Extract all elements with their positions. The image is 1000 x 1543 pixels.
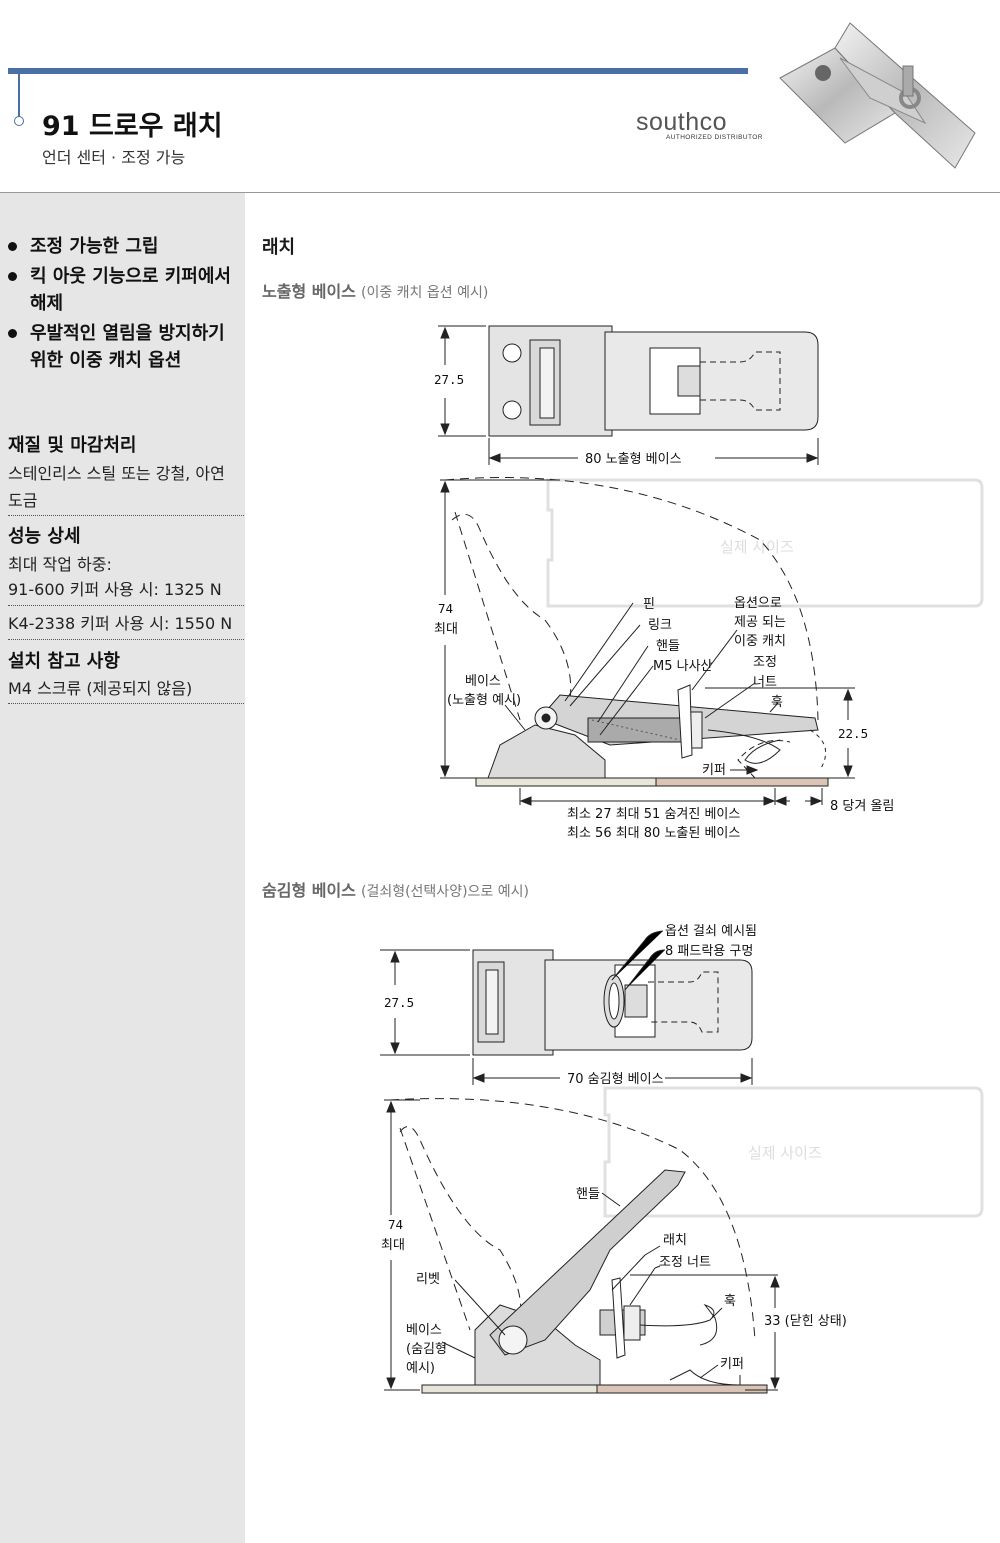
fig2-side-dims: [384, 1099, 780, 1391]
label-base: 베이스: [406, 1323, 442, 1338]
material-title: 재질 및 마감처리: [8, 435, 137, 456]
watermark-text: 실제 사이즈: [748, 1144, 822, 1162]
dim-max-label: 최대: [434, 622, 458, 637]
dim-height: 27.5: [434, 372, 464, 387]
dim-width: 70 숨김형 베이스: [567, 1072, 664, 1087]
figure-caption: 노출형 베이스 (이중 캐치 옵션 예시): [262, 278, 488, 302]
brand-tagline: AUTHORIZED DISTRIBUTOR: [666, 134, 763, 141]
fig1-side-view: [444, 477, 829, 787]
bullet-icon: [8, 329, 17, 338]
feature-text: 조정 가능한 그립: [30, 236, 159, 257]
product-photo: [779, 22, 976, 169]
header-accent-vertical: [18, 74, 20, 118]
header-divider: [0, 192, 1000, 193]
feature-text: 우발적인 열림을 방지하기 위한 이중 캐치 옵션: [30, 323, 225, 371]
fig2-side-view: [389, 1098, 768, 1394]
dim-max: 74: [438, 601, 453, 616]
performance-label: 최대 작업 하중:: [8, 555, 112, 574]
label-handle: 핸들: [576, 1186, 600, 1202]
dim-22: 22.5: [838, 726, 868, 741]
label-link: 링크: [648, 618, 672, 633]
fig1-watermark-box: 실제 사이즈: [546, 478, 984, 608]
feature-text: 킥 아웃 기능으로 키퍼에서 해제: [30, 266, 231, 314]
feature-list: 조정 가능한 그립 킥 아웃 기능으로 키퍼에서 해제 우발적인 열림을 방지하…: [8, 233, 240, 377]
watermark-text: 실제 사이즈: [720, 538, 794, 556]
dim-max: 74: [388, 1217, 403, 1232]
fig1-top-view: [488, 325, 819, 437]
label-keeper: 키퍼: [720, 1357, 744, 1372]
performance-title: 성능 상세: [8, 526, 81, 547]
dim-max-label: 최대: [381, 1238, 405, 1253]
install-title: 설치 참고 사항: [8, 651, 120, 672]
fig2-watermark-box: 실제 사이즈: [603, 1086, 984, 1218]
label-padlock: 8 패드락용 구멍: [665, 944, 753, 959]
caption-note: (걸쇠형(선택사양)으로 예시): [360, 884, 529, 900]
bullet-icon: [8, 242, 17, 251]
fig2-top-view: [472, 949, 753, 1056]
header: 91 드로우 래치 언더 센터 · 조정 가능 southco AUTHORIZ…: [0, 0, 1000, 193]
label-option: 제공 되는: [734, 615, 786, 630]
label-handle: 핸들: [656, 638, 680, 654]
label-padlock: 옵션 걸쇠 예시됨: [665, 924, 757, 939]
range-text: 최소 27 최대 51 숨겨진 베이스: [567, 807, 740, 822]
section-heading: 래치: [262, 237, 296, 258]
bullet-icon: [8, 272, 17, 281]
divider: [8, 515, 244, 516]
brand-name: southco: [636, 108, 728, 136]
performance-line: K4-2338 키퍼 사용 시: 1550 N: [8, 614, 233, 633]
caption-title: 노출형 베이스: [262, 282, 356, 301]
figure-caption: 숨김형 베이스 (걸쇠형(선택사양)으로 예시): [262, 877, 529, 901]
divider: [8, 605, 244, 606]
label-latch: 래치: [663, 1233, 687, 1248]
fig1-side-dims: [440, 479, 855, 806]
page-title: 91 드로우 래치: [42, 111, 223, 142]
label-option: 이중 캐치: [734, 634, 786, 649]
caption-title: 숨김형 베이스: [262, 881, 356, 900]
dim-height: 27.5: [384, 995, 414, 1010]
caption-note: (이중 캐치 옵션 예시): [360, 285, 489, 301]
fig1-top-dims: [438, 325, 819, 465]
label-base: 베이스: [465, 674, 501, 689]
material-text: 스테인리스 스틸 또는 강철, 아연 도금: [8, 464, 225, 510]
label-rivet: 리벳: [416, 1272, 440, 1287]
feature-item: 킥 아웃 기능으로 키퍼에서 해제: [8, 263, 240, 317]
install-text: M4 스크류 (제공되지 않음): [8, 679, 193, 698]
header-accent-rule: [8, 68, 748, 74]
brand-logo: southco AUTHORIZED DISTRIBUTOR: [636, 108, 763, 141]
performance-line: 91-600 키퍼 사용 시: 1325 N: [8, 580, 222, 599]
header-accent-dot: [14, 116, 24, 126]
range-text: 최소 56 최대 80 노출된 베이스: [567, 826, 740, 841]
label-keeper: 키퍼: [702, 763, 726, 778]
label-hook: 훅: [724, 1294, 736, 1309]
label-base: (숨김형: [406, 1342, 447, 1357]
label-hook: 훅: [771, 695, 783, 710]
dim-33: 33 (닫힌 상태): [764, 1314, 847, 1329]
label-pin: 핀: [643, 597, 655, 612]
label-m5: M5 나사산: [653, 659, 713, 674]
label-base: 예시): [406, 1361, 435, 1376]
fig2-top-dims: [380, 930, 753, 1085]
label-option: 옵션으로: [734, 596, 782, 611]
label-adjust-nut: 조정 너트: [659, 1255, 711, 1270]
feature-item: 우발적인 열림을 방지하기 위한 이중 캐치 옵션: [8, 320, 240, 374]
label-base: (노출형 예시): [447, 693, 521, 708]
sidebar: 조정 가능한 그립 킥 아웃 기능으로 키퍼에서 해제 우발적인 열림을 방지하…: [0, 193, 245, 1543]
feature-item: 조정 가능한 그립: [8, 233, 240, 260]
dim-width: 80 노출형 베이스: [585, 452, 682, 467]
label-adjust: 조정: [753, 655, 777, 670]
label-adjust: 너트: [753, 675, 777, 690]
dim-pull: 8 당겨 올림: [830, 799, 894, 814]
page-subtitle: 언더 센터 · 조정 가능: [42, 148, 186, 167]
divider: [8, 703, 244, 704]
divider: [8, 639, 244, 640]
